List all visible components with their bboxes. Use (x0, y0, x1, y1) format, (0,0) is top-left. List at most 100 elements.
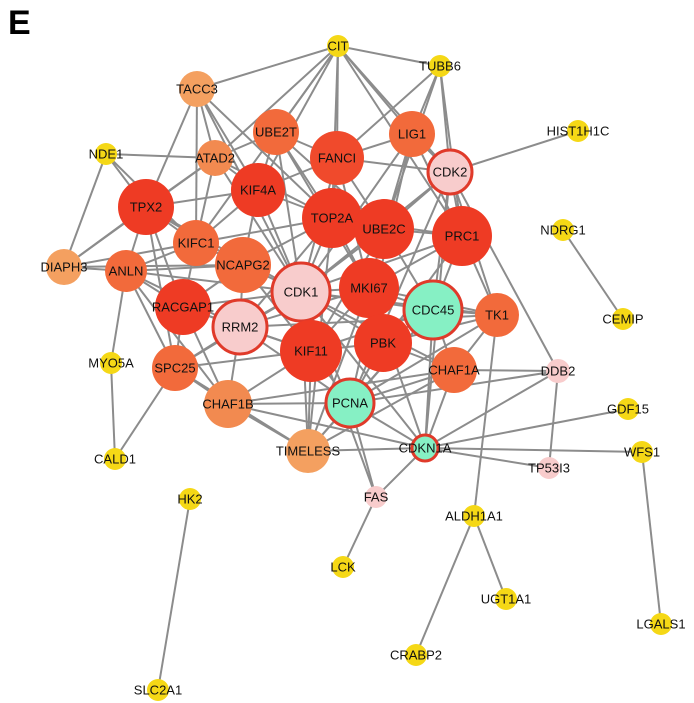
edge-anln-chaf1b (125, 270, 229, 405)
node-circle (426, 148, 474, 196)
node-label: RRM2 (222, 320, 259, 335)
edge-cdk1-tk1 (300, 291, 498, 316)
node-circle (211, 298, 269, 356)
edge-cdkn1a-wfs1 (424, 447, 643, 453)
node-label: UGT1A1 (481, 592, 532, 607)
edge-cdkn1a-tp53i3 (424, 447, 550, 469)
edge-nde1-diaph3 (63, 153, 107, 268)
node-chaf1a: CHAF1A (428, 347, 480, 393)
node-kifc1: KIFC1 (173, 220, 219, 266)
node-cdc45: CDC45 (402, 279, 464, 341)
node-circle (546, 359, 570, 383)
node-label: TPX2 (130, 200, 163, 215)
node-pbk: PBK (354, 314, 412, 372)
node-circle (405, 644, 427, 666)
node-tp53i3: TP53I3 (528, 457, 570, 479)
node-label: SLC2A1 (134, 683, 182, 698)
node-circle (495, 588, 517, 610)
edge-aldh1a1-tk1 (473, 314, 498, 517)
node-circle (617, 398, 639, 420)
node-cemip: CEMIP (602, 308, 644, 330)
node-label: ALDH1A1 (445, 509, 503, 524)
node-circle (100, 352, 122, 374)
node-circle (197, 140, 233, 176)
node-spc25: SPC25 (152, 345, 198, 391)
node-circle (147, 679, 169, 701)
node-diaph3: DIAPH3 (41, 249, 87, 285)
node-label: CDC45 (412, 303, 455, 318)
node-label: NCAPG2 (216, 258, 269, 273)
node-label: TOP2A (311, 211, 354, 226)
edge-ddb2-tp53i3 (548, 370, 559, 469)
node-tk1: TK1 (475, 293, 519, 337)
node-label: LCK (330, 560, 356, 575)
node-circle (327, 35, 349, 57)
node-label: CRABP2 (390, 648, 442, 663)
node-circle (612, 308, 634, 330)
edge-cdkn1a-gdf15 (424, 408, 629, 449)
node-tacc3: TACC3 (176, 71, 218, 107)
node-circle (270, 261, 332, 323)
node-hk2: HK2 (177, 488, 203, 510)
node-label: CHAF1B (202, 397, 253, 412)
node-nde1: NDE1 (89, 143, 123, 165)
node-circle (429, 55, 451, 77)
node-myo5a: MYO5A (88, 352, 134, 374)
edge-cit-tubb6 (337, 45, 441, 67)
node-circle (215, 237, 271, 293)
node-circle (475, 293, 519, 337)
node-pcna: PCNA (324, 377, 376, 429)
node-rrm2: RRM2 (211, 298, 269, 356)
node-crabp2: CRABP2 (390, 644, 442, 666)
node-circle (410, 433, 440, 463)
node-label: UBE2C (362, 222, 405, 237)
node-label: KIFC1 (178, 236, 215, 251)
node-lig1: LIG1 (389, 111, 435, 157)
node-kif4a: KIF4A (231, 163, 285, 217)
node-label: CHAF1A (428, 363, 480, 378)
node-circle (231, 163, 285, 217)
node-tpx2: TPX2 (118, 179, 174, 235)
node-aldh1a1: ALDH1A1 (445, 505, 503, 527)
node-circle (104, 448, 126, 470)
edge-tacc3-kifc1 (195, 88, 198, 244)
node-label: FAS (364, 490, 389, 505)
node-timeless: TIMELESS (276, 429, 340, 473)
edge-timeless-cdc45 (307, 309, 434, 452)
edge-cit-kif4a (257, 45, 339, 191)
node-circle (155, 279, 211, 335)
edge-cdkn1a-ddb2 (424, 370, 559, 449)
node-anln: ANLN (105, 250, 147, 292)
node-label: CDKN1A (399, 441, 452, 456)
node-circle (253, 109, 299, 155)
node-label: ANLN (109, 264, 144, 279)
node-label: GDF15 (607, 402, 649, 417)
node-lgals1: LGALS1 (636, 613, 686, 635)
panel-label: E (8, 4, 31, 42)
edge-ndrg1-cemip (562, 229, 624, 320)
node-circle (118, 179, 174, 235)
node-circle (324, 377, 376, 429)
node-circle (354, 314, 412, 372)
node-label: ATAD2 (195, 151, 235, 166)
edge-myo5a-cald1 (110, 362, 116, 460)
node-ndrg1: NDRG1 (540, 219, 586, 241)
node-circle (302, 188, 362, 248)
node-top2a: TOP2A (302, 188, 362, 248)
node-circle (332, 556, 354, 578)
edge-ddb2-cdk2 (449, 171, 559, 372)
edge-cdkn1a-chaf1b (227, 403, 426, 449)
node-circle (179, 71, 215, 107)
node-label: MYO5A (88, 356, 134, 371)
node-label: TP53I3 (528, 461, 570, 476)
node-label: HIST1H1C (547, 124, 610, 139)
node-circle (339, 258, 399, 318)
node-label: KIF11 (294, 344, 328, 359)
node-circle (567, 120, 589, 142)
node-circle (463, 505, 485, 527)
node-circle (650, 613, 672, 635)
node-circle (432, 206, 492, 266)
edge-wfs1-lgals1 (641, 451, 662, 625)
